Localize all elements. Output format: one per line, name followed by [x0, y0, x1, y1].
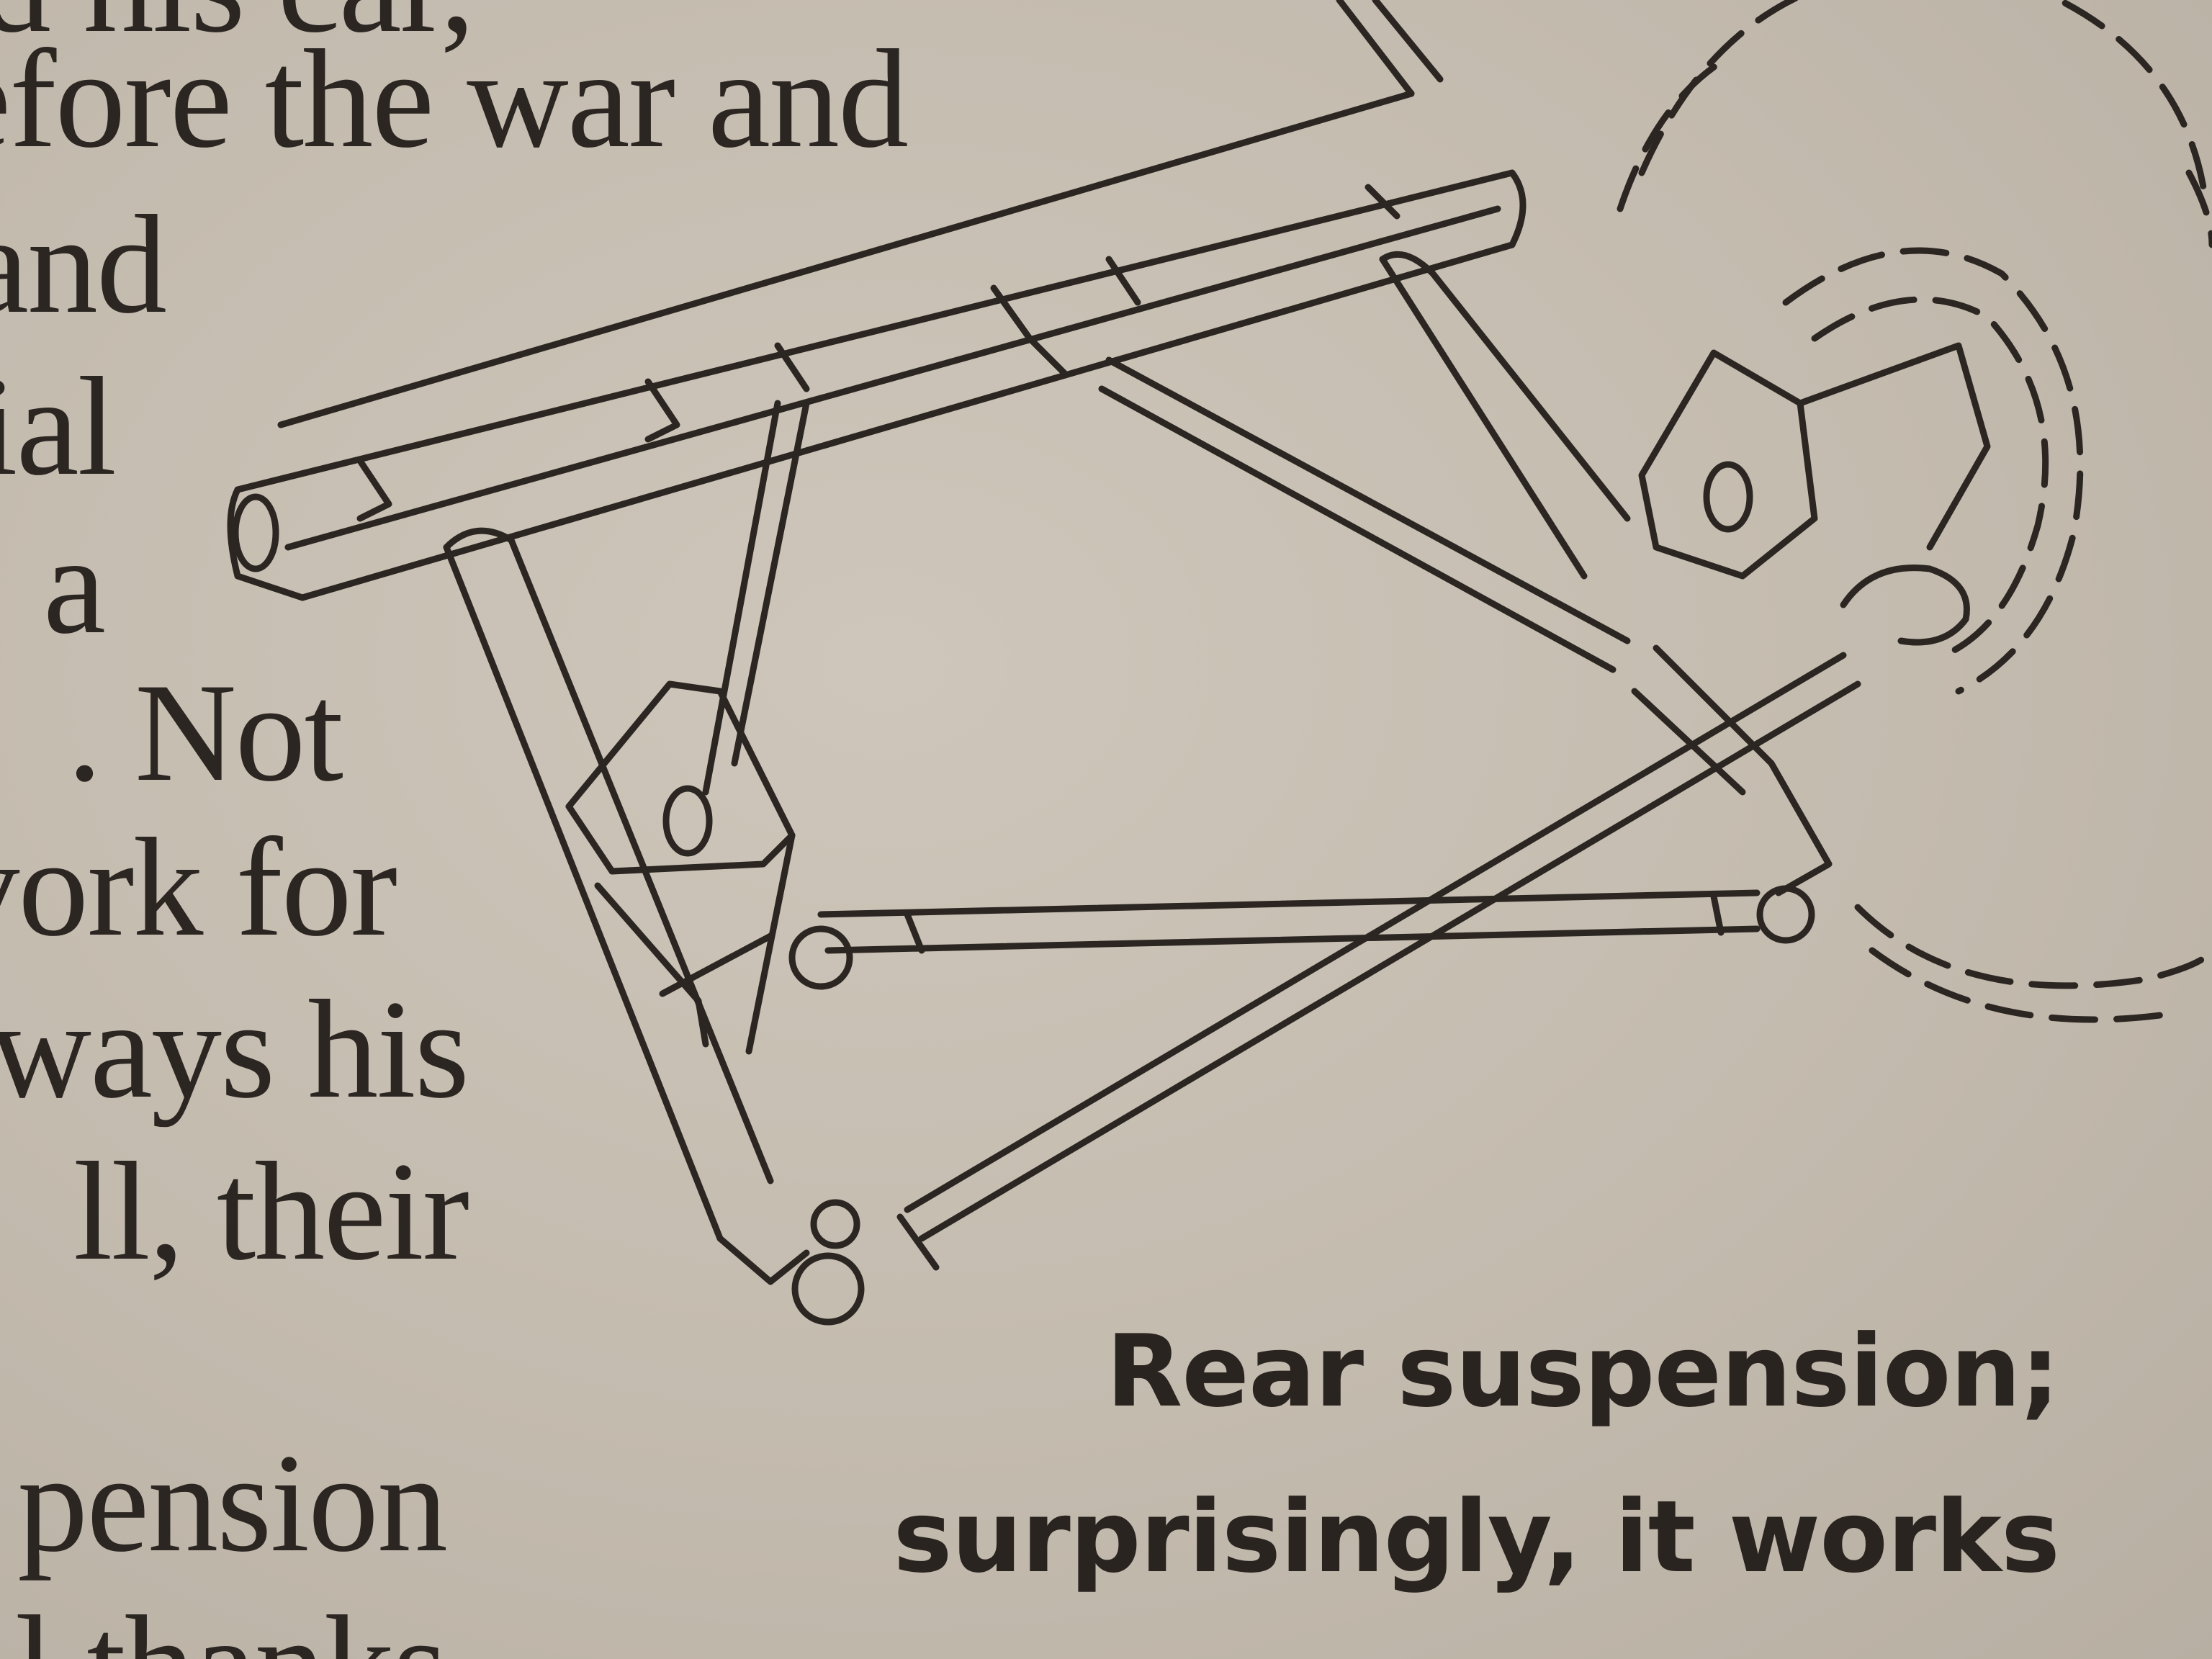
caption-line-2: surprisingly, it works: [893, 1479, 2060, 1595]
figure-caption: Rear suspension; surprisingly, it works: [749, 1289, 2060, 1620]
body-text-line: efore the war and: [0, 21, 909, 177]
body-text-line: ial: [0, 349, 117, 505]
body-text-line: l thanks: [15, 1595, 448, 1659]
caption-line-1: Rear suspension;: [1106, 1313, 2060, 1429]
body-text-column: rd his car, efore the war and and ial a …: [0, 0, 909, 1659]
body-text-line: pension: [17, 1425, 448, 1581]
body-text-line: ll, their: [73, 1133, 469, 1290]
body-text-line: rd his car,: [0, 0, 475, 55]
left-trailing-arm: [443, 400, 810, 1285]
body-text-line: . Not: [67, 655, 343, 811]
lower-cross-link: [788, 885, 1815, 990]
diagonal-link: [791, 652, 1861, 1326]
right-trailing-arm: [1098, 251, 1991, 896]
body-text-line: ways his: [0, 971, 469, 1128]
body-text-line: vork for: [0, 809, 397, 966]
frame-rail: [227, 0, 1527, 601]
body-text-line: and: [0, 186, 167, 343]
body-text-line: a: [43, 507, 106, 663]
